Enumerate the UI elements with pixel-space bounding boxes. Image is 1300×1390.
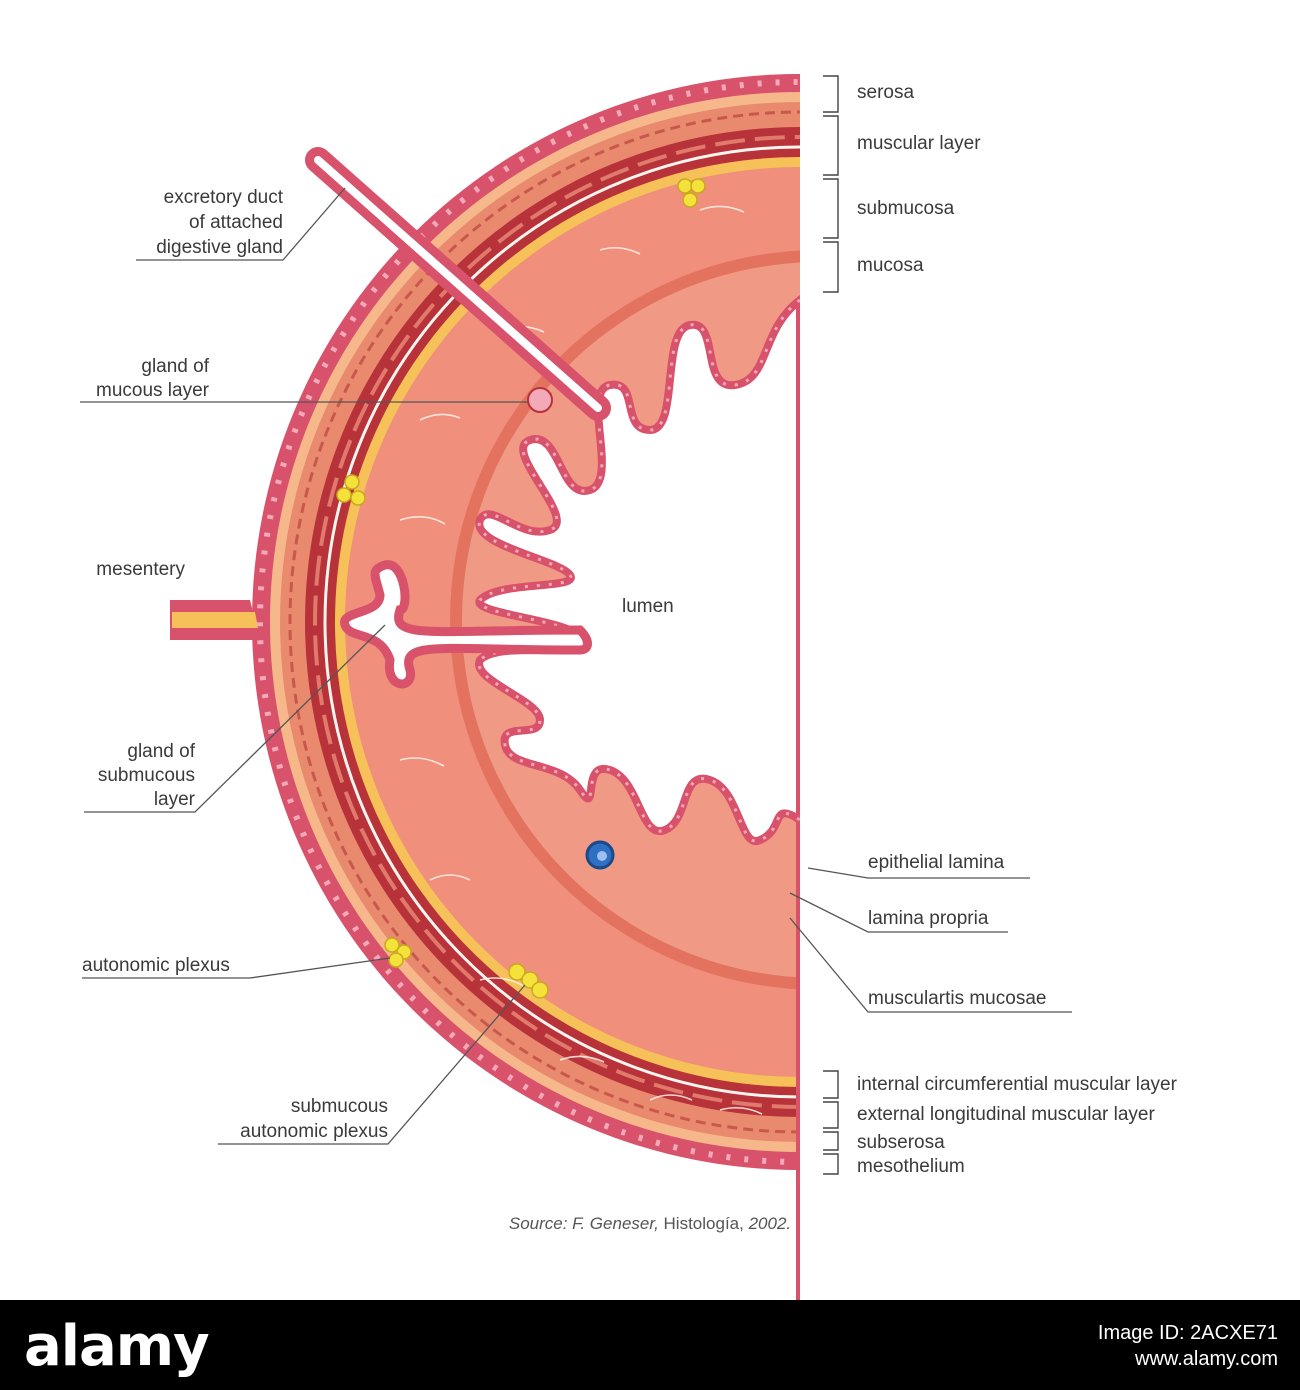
submucous-plexus-line-2: autonomic plexus bbox=[240, 1121, 388, 1142]
mucous-gland bbox=[527, 387, 553, 413]
gland-submucous-line-3: layer bbox=[154, 789, 196, 810]
lumen-label: lumen bbox=[622, 596, 674, 617]
image-id: Image ID: 2ACXE71 bbox=[1097, 1322, 1278, 1344]
callout-epithelial-lamina: epithelial lamina bbox=[807, 852, 1030, 879]
excretory-duct-line-1: excretory duct bbox=[164, 187, 284, 208]
autonomic-plexus-label: autonomic plexus bbox=[82, 955, 230, 976]
lamina-propria-label: lamina propria bbox=[868, 908, 989, 929]
mucosa-folds bbox=[475, 294, 800, 1300]
callout-gland-submucous: gland of submucous layer bbox=[84, 624, 386, 813]
callout-mesentery: mesentery bbox=[96, 559, 185, 580]
bracket-label-muscular: muscular layer bbox=[857, 133, 981, 154]
intestine-cross-section-diagram: serosa muscular layer submucosa mucosa i… bbox=[80, 74, 1178, 1300]
submucous-gland bbox=[340, 560, 592, 689]
gland-submucous-line-2: submucous bbox=[98, 765, 195, 786]
gland-submucous-line-1: gland of bbox=[127, 741, 195, 762]
mesentery-label: mesentery bbox=[96, 559, 185, 580]
bracket-label-internal-muscle: internal circumferential muscular layer bbox=[857, 1074, 1178, 1095]
excretory-duct-line-2: of attached bbox=[189, 212, 283, 233]
gland-mucous-line-2: mucous layer bbox=[96, 380, 210, 401]
bracket-label-serosa: serosa bbox=[857, 82, 914, 103]
callout-submucous-plexus: submucous autonomic plexus bbox=[218, 984, 526, 1145]
source-year: 2002. bbox=[748, 1214, 792, 1233]
callout-lamina-propria: lamina propria bbox=[789, 892, 1008, 933]
site-url: www.alamy.com bbox=[1135, 1348, 1278, 1370]
gland-mucous-line-1: gland of bbox=[141, 356, 209, 377]
source-citation: Source: F. Geneser, Histología, 2002. bbox=[0, 1214, 1300, 1234]
epithelial-lamina-label: epithelial lamina bbox=[868, 852, 1005, 873]
right-brackets: serosa muscular layer submucosa mucosa bbox=[823, 75, 981, 293]
bottom-brackets: internal circumferential muscular layer … bbox=[823, 1070, 1178, 1177]
callout-autonomic-plexus: autonomic plexus bbox=[82, 955, 391, 979]
excretory-duct-line-3: digestive gland bbox=[156, 237, 283, 258]
bracket-label-submucosa: submucosa bbox=[857, 198, 955, 219]
bracket-label-external-muscle: external longitudinal muscular layer bbox=[857, 1104, 1155, 1125]
callout-gland-mucous: gland of mucous layer bbox=[80, 356, 528, 403]
callout-muscularis-mucosae: musculartis mucosae bbox=[789, 917, 1072, 1013]
watermark-footer: alamy Image ID: 2ACXE71 www.alamy.com bbox=[0, 1300, 1300, 1390]
callout-excretory-duct: excretory duct of attached digestive gla… bbox=[136, 187, 346, 261]
source-book: Histología, bbox=[663, 1214, 744, 1233]
bracket-label-mucosa: mucosa bbox=[857, 255, 924, 276]
image-meta: Image ID: 2ACXE71 www.alamy.com bbox=[1098, 1320, 1278, 1372]
plexus-clusters bbox=[336, 178, 706, 999]
tissue-illustration bbox=[170, 74, 800, 1300]
muscularis-mucosae-label: musculartis mucosae bbox=[868, 988, 1046, 1009]
submucous-plexus-line-1: submucous bbox=[291, 1096, 388, 1117]
bracket-label-mesothelium: mesothelium bbox=[857, 1156, 965, 1177]
bracket-label-subserosa: subserosa bbox=[857, 1132, 945, 1153]
alamy-logo: alamy bbox=[24, 1314, 210, 1379]
source-prefix: Source: F. Geneser, bbox=[508, 1214, 659, 1233]
